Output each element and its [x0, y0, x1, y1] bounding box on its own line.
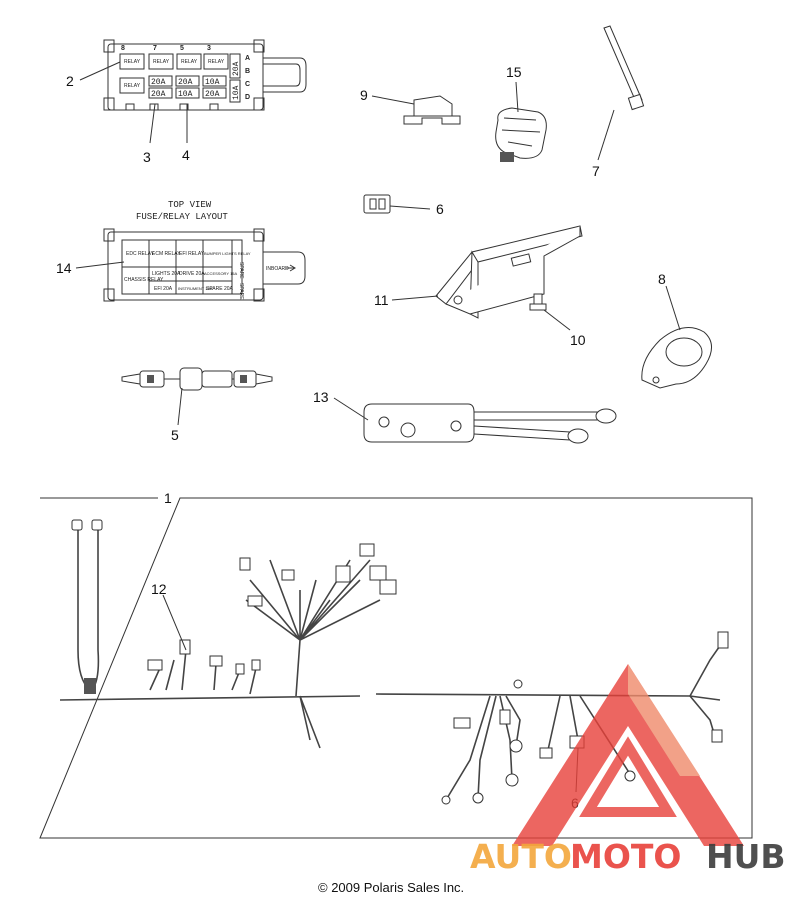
- row-letter: B: [245, 68, 250, 75]
- row-letter: C: [245, 81, 250, 88]
- fuse-rating: 10A: [205, 78, 220, 87]
- layout-cell: EFI RELAY: [179, 251, 205, 257]
- layout-cell: EFI 20A: [154, 286, 173, 292]
- fuse-rating: 20A: [151, 90, 166, 99]
- callout-2: 2: [66, 73, 74, 89]
- row-letter: A: [245, 55, 250, 62]
- callout-13: 13: [313, 389, 329, 405]
- fuse-rating: 20A: [232, 61, 241, 76]
- connector-15: [495, 107, 547, 162]
- p-clamp: [641, 327, 712, 389]
- small-connector-6: [363, 194, 391, 214]
- fuse-slot-number: 7: [153, 45, 157, 52]
- relay-label: RELAY: [181, 59, 198, 65]
- layout-cell: LIGHTS 20A: [152, 271, 181, 277]
- harness-frame: [39, 497, 753, 839]
- watermark-text-hub: HUB: [706, 837, 786, 876]
- wiring-harness-left: [59, 519, 397, 749]
- fuse-rating: 10A: [232, 85, 241, 100]
- watermark-text-auto: AUTO: [470, 837, 572, 876]
- layout-cell: ECM RELAY: [152, 251, 181, 257]
- relay-label: RELAY: [124, 59, 141, 65]
- relay-label: RELAY: [208, 59, 225, 65]
- fuse-box-assembly: 8 7 5 3 RELAY RELAY RELAY RELAY RELAY 20…: [103, 39, 307, 111]
- fuse-slot-number: 5: [180, 45, 184, 52]
- callout-10: 10: [570, 332, 586, 348]
- callout-1: 1: [164, 490, 172, 506]
- layout-cell: SPARE 20A: [206, 286, 234, 292]
- screw: [529, 293, 547, 311]
- layout-side-label: SPARE: [238, 262, 244, 279]
- cable-tie: [603, 25, 645, 111]
- relay-label: RELAY: [153, 59, 170, 65]
- copyright-notice: © 2009 Polaris Sales Inc.: [318, 880, 464, 895]
- fuse-rating: 20A: [178, 78, 193, 87]
- fuse-slot-number: 3: [207, 45, 211, 52]
- watermark-text-moto: MOTO: [570, 837, 681, 876]
- layout-cell: CHASSIS RELAY: [124, 277, 164, 283]
- relay-label: RELAY: [124, 83, 141, 89]
- callout-11: 11: [374, 292, 389, 308]
- callout-12: 12: [151, 581, 167, 597]
- callout-14: 14: [56, 260, 72, 276]
- callout-15: 15: [506, 64, 522, 80]
- row-letter: D: [245, 94, 250, 101]
- arrow-right-icon: [286, 264, 296, 272]
- callout-7: 7: [592, 163, 600, 179]
- wiring-harness-right: [375, 631, 729, 805]
- layout-cell: EDC RELAY: [126, 251, 155, 257]
- automotohub-watermark-logo: [512, 664, 744, 846]
- callout-6-top: 6: [436, 201, 444, 217]
- layout-cell: ACCESSORY 15A: [204, 271, 238, 276]
- fuse-rating: 10A: [178, 90, 193, 99]
- callout-3: 3: [143, 149, 151, 165]
- inline-fuse-holder: [121, 367, 273, 391]
- layout-cell: INSTRUMENT 10A: [178, 286, 213, 291]
- layout-title-line2: FUSE/RELAY LAYOUT: [136, 212, 228, 222]
- inboard-label: INBOARD: [266, 266, 289, 272]
- bracket-clip: [403, 95, 461, 125]
- fuse-rating: 20A: [205, 90, 220, 99]
- layout-side-label: SPARE: [238, 283, 244, 300]
- callout-4: 4: [182, 147, 190, 163]
- layout-cell: BUMPER LIGHTS RELAY: [204, 251, 251, 256]
- layout-title-line1: TOP VIEW: [168, 200, 212, 210]
- callout-5: 5: [171, 427, 179, 443]
- fuse-layout-view: EDC RELAY ECM RELAY EFI RELAY BUMPER LIG…: [103, 228, 306, 302]
- fuse-slot-number: 8: [121, 45, 125, 52]
- mounting-bracket: [435, 225, 583, 319]
- callout-9: 9: [360, 87, 368, 103]
- fuse-rating: 20A: [151, 78, 166, 87]
- callout-8: 8: [658, 271, 666, 287]
- bus-bar: [363, 403, 617, 444]
- layout-cell: DRIVE 20A: [179, 271, 205, 277]
